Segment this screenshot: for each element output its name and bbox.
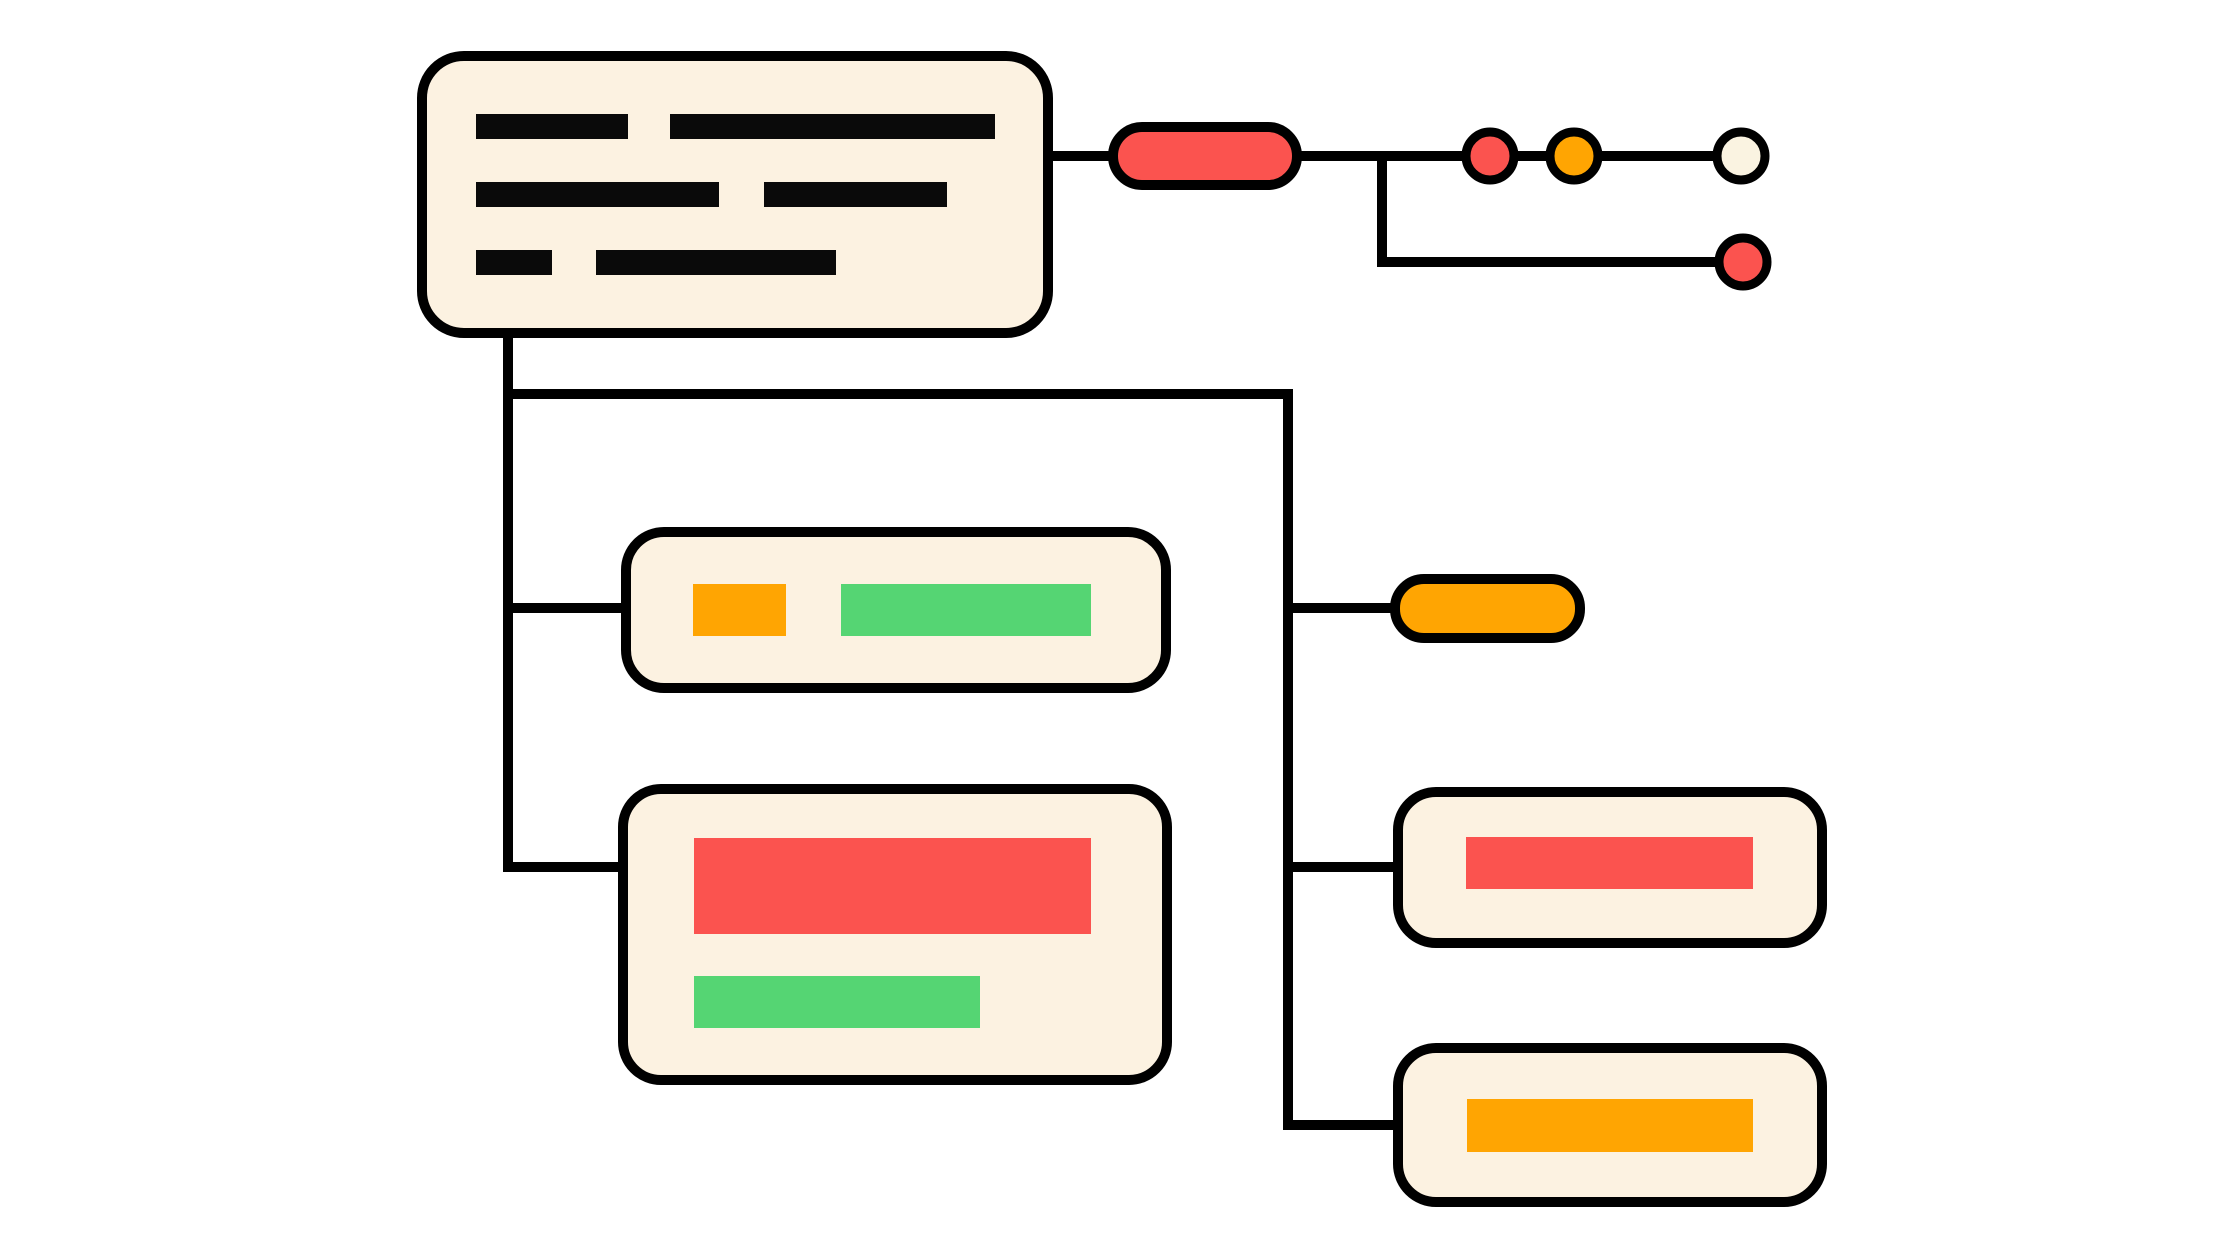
text-placeholder-bar (596, 250, 836, 275)
root-node (417, 51, 1053, 338)
connector-line (503, 333, 626, 872)
connector-line (1377, 156, 1743, 267)
placeholder-chip-orange (693, 584, 786, 636)
timeline-dot-red-lower (1714, 233, 1772, 291)
placeholder-bar-green (694, 976, 980, 1028)
placeholder-block-red (694, 838, 1091, 934)
branch-pill-red (1108, 122, 1302, 190)
leaf-node-red (1393, 787, 1827, 948)
child-node-large (618, 784, 1172, 1085)
timeline-dot-red (1461, 127, 1519, 185)
placeholder-bar-orange (1467, 1099, 1753, 1152)
timeline-dot-cream (1712, 127, 1770, 185)
leaf-node-orange (1393, 1043, 1827, 1207)
text-placeholder-bar (476, 114, 628, 139)
text-placeholder-bar (670, 114, 995, 139)
placeholder-bar-green (841, 584, 1091, 636)
connector-line (508, 389, 1398, 1130)
placeholder-bar-red (1466, 837, 1753, 889)
text-placeholder-bar (476, 250, 552, 275)
timeline-dot-orange (1545, 127, 1603, 185)
top-branch (1108, 122, 1772, 291)
leaf-pill-orange (1390, 574, 1585, 643)
text-placeholder-bar (476, 182, 719, 207)
text-placeholder-bar (764, 182, 947, 207)
child-node-small (621, 527, 1171, 693)
child-node-large-card (618, 784, 1172, 1085)
